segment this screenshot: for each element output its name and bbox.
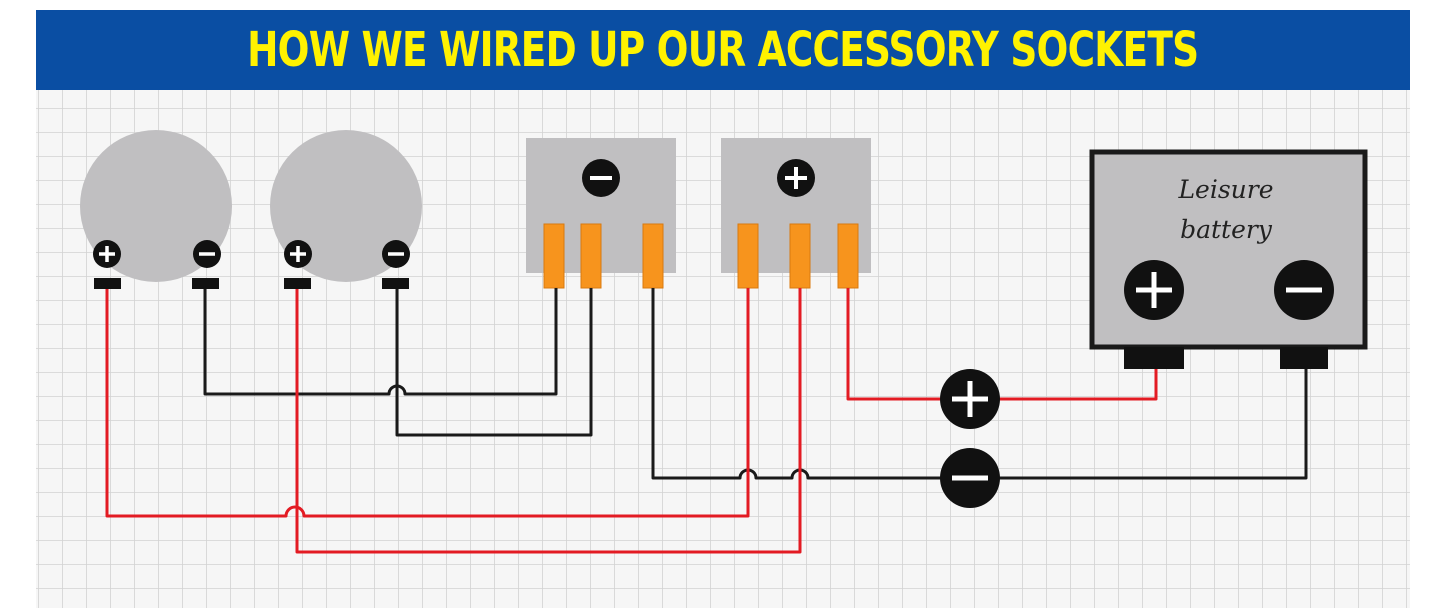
diagram-canvas: Leisure battery — [36, 90, 1410, 608]
positive-bus-terminal-3 — [837, 223, 859, 289]
battery-label-line-1: Leisure — [1177, 175, 1273, 204]
battery-negative-icon — [1274, 260, 1334, 320]
socket-2-negative-tab — [382, 278, 409, 289]
socket-1-negative-icon — [193, 240, 221, 268]
negative-bus-bar — [526, 138, 676, 289]
wire-neg-bus-to-battery-negative — [651, 288, 1308, 480]
title-banner: HOW WE WIRED UP OUR ACCESSORY SOCKETS — [36, 10, 1410, 90]
wire-socket2-positive-to-pos-bus — [295, 288, 802, 554]
socket-1-negative-tab — [192, 278, 219, 289]
socket-1-positive-tab — [94, 278, 121, 289]
socket-1-positive-icon — [93, 240, 121, 268]
battery-label-line-2: battery — [1180, 215, 1273, 244]
battery-positive-post — [1124, 347, 1184, 369]
negative-bus-minus-icon — [582, 159, 620, 197]
inline-positive-icon — [940, 369, 1000, 429]
socket-2-positive-tab — [284, 278, 311, 289]
inline-negative-icon — [940, 448, 1000, 508]
battery-positive-icon — [1124, 260, 1184, 320]
negative-bus-terminal-2 — [580, 223, 602, 289]
diagram-title: HOW WE WIRED UP OUR ACCESSORY SOCKETS — [247, 22, 1199, 78]
positive-bus-terminal-1 — [737, 223, 759, 289]
socket-2-negative-icon — [382, 240, 410, 268]
negative-bus-terminal-3 — [642, 223, 664, 289]
wire-pos-bus-to-battery-positive — [846, 288, 1158, 401]
positive-bus-plus-icon — [777, 159, 815, 197]
wire-socket1-positive-to-pos-bus — [105, 288, 750, 518]
accessory-socket-1 — [80, 130, 232, 289]
positive-bus-terminal-2 — [789, 223, 811, 289]
wire-socket2-negative-to-neg-bus — [395, 288, 593, 437]
accessory-socket-2 — [270, 130, 422, 289]
battery-negative-post — [1280, 347, 1328, 369]
socket-2-body — [270, 130, 422, 282]
socket-1-body — [80, 130, 232, 282]
leisure-battery: Leisure battery — [1089, 149, 1368, 369]
negative-bus-terminal-1 — [543, 223, 565, 289]
positive-bus-bar — [721, 138, 871, 289]
socket-2-positive-icon — [284, 240, 312, 268]
wiring-diagram: Leisure battery — [36, 10, 1410, 608]
